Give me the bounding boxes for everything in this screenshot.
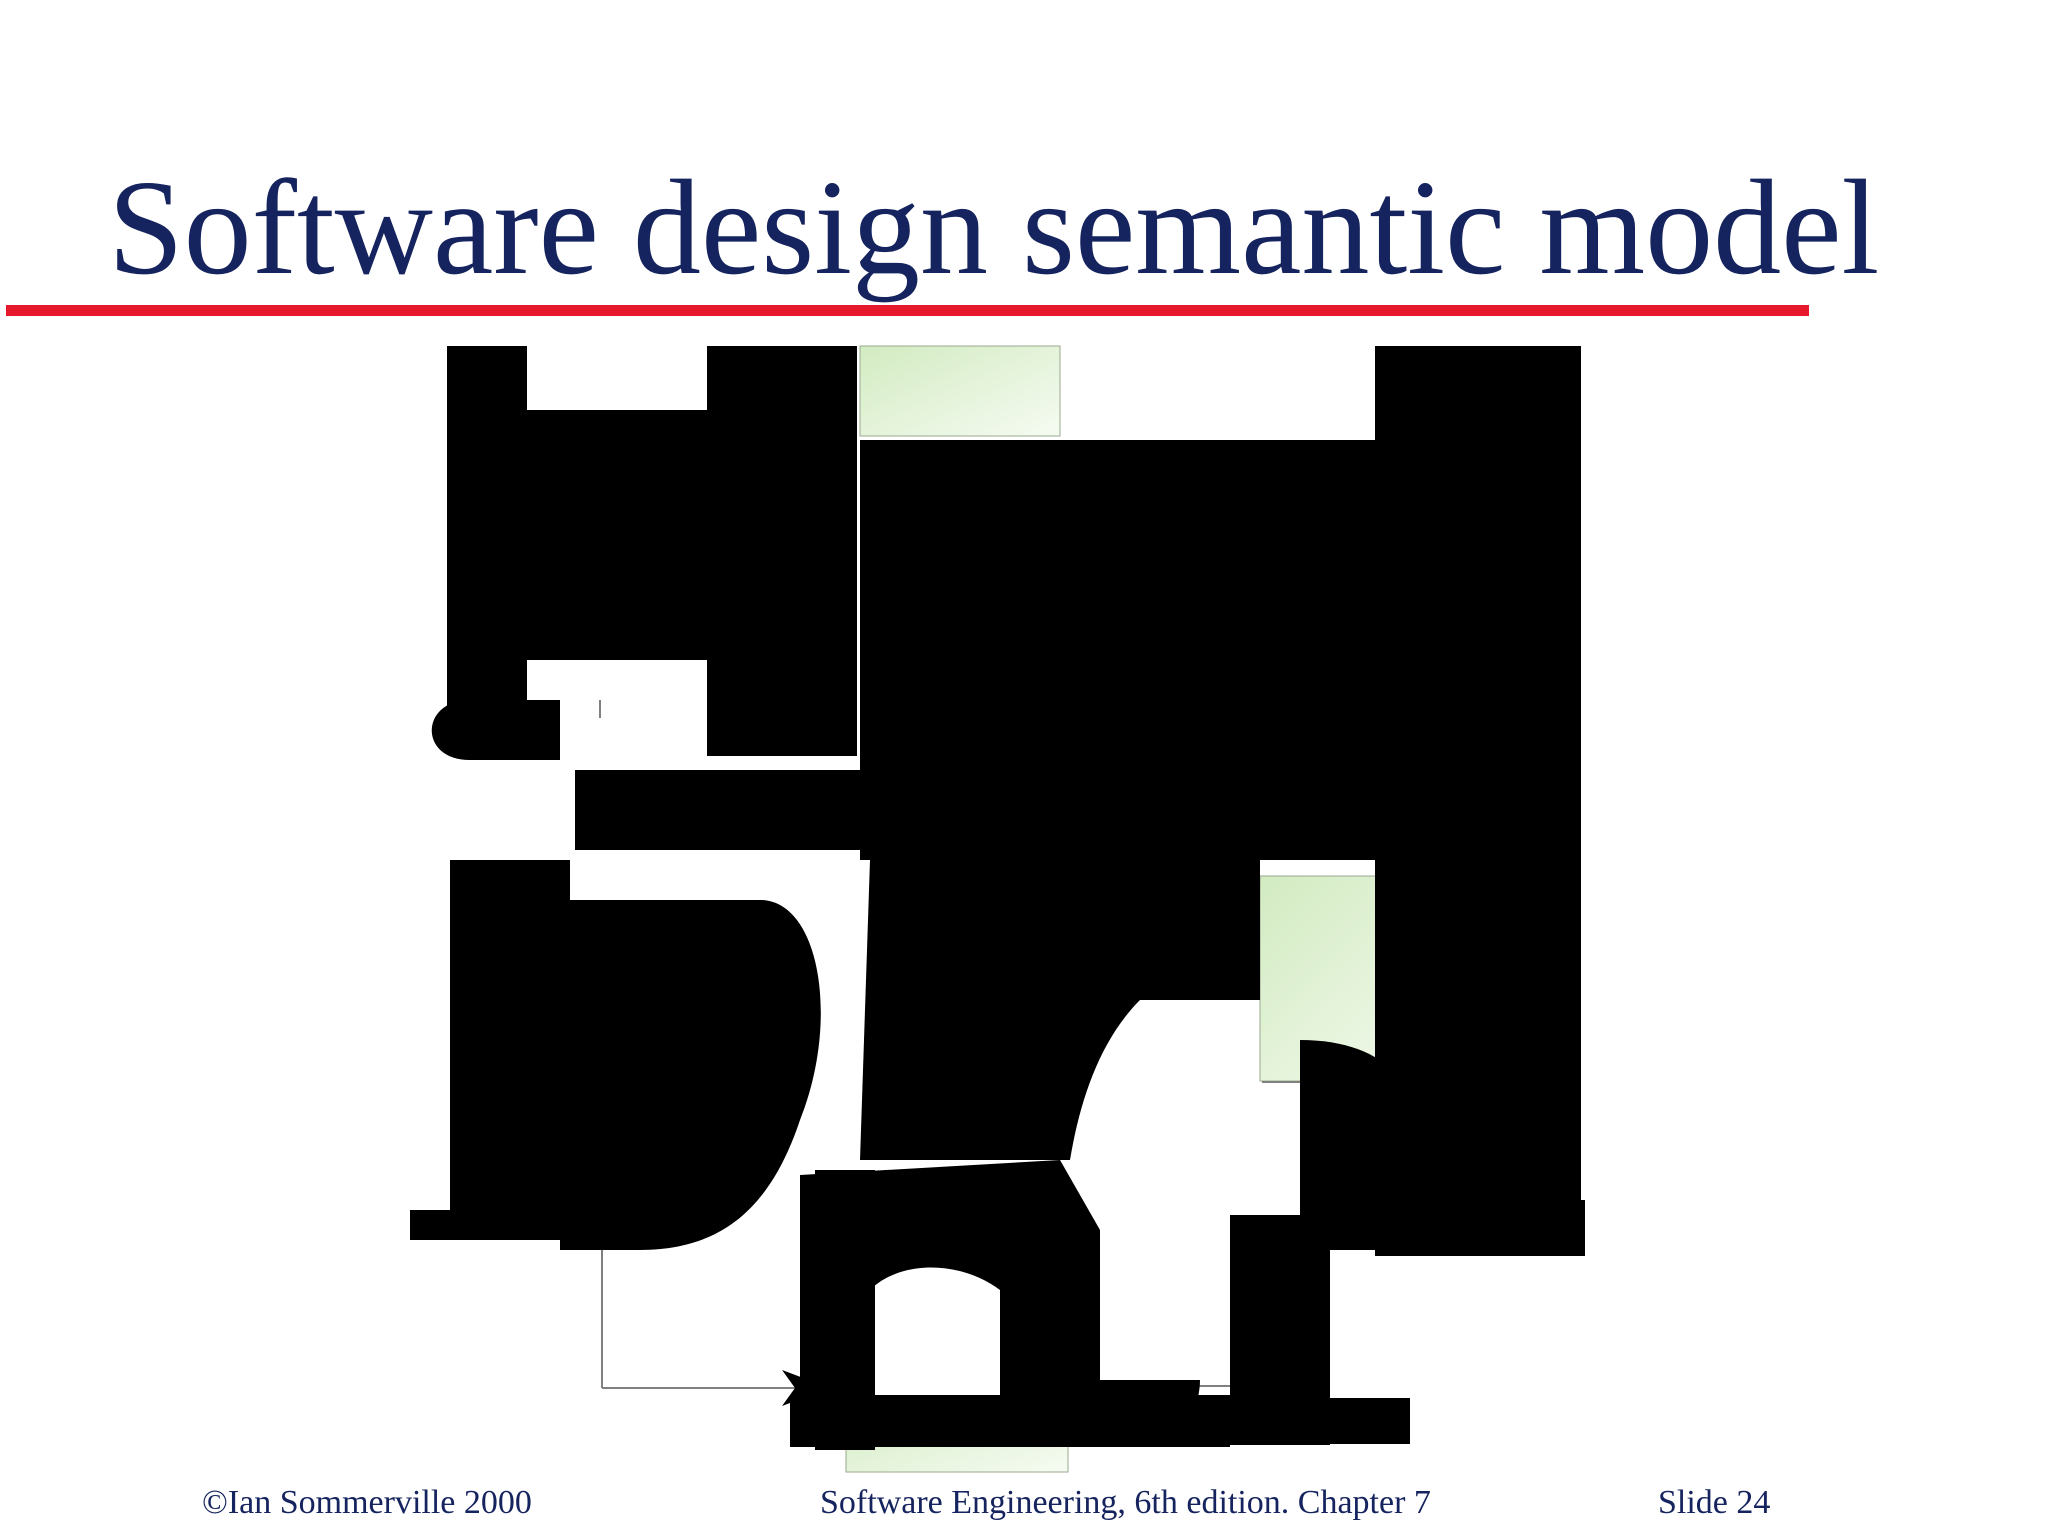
overlay-block-right-lower [1300,1040,1440,1250]
overlay-block-left-base [410,1210,600,1240]
overlay-block-left-bowl-lower [560,900,821,1250]
title-underline [6,305,1809,316]
overlay-block-left-middle [575,770,865,850]
footer-slide-number: Slide 24 [1658,1484,1771,1521]
footer-copyright: ©Ian Sommerville 2000 [202,1484,532,1521]
overlay-column-middle [707,346,857,756]
overlay-block-right-base [1425,1200,1585,1256]
overlay-block-center-arc [1050,506,1260,720]
overlay-block-bottom-right [1290,1398,1410,1444]
diagram-overlay [410,346,1585,1450]
overlay-block-center [860,860,1260,1160]
entity-box-top [859,345,1061,437]
overlay-column-left-tall [450,860,570,1230]
slide-title: Software design semantic model [108,153,1880,303]
footer-book-title: Software Engineering, 6th edition. Chapt… [820,1484,1431,1521]
overlay-block-left-bowl [431,700,560,760]
overlay-block-bottom-bowl [1000,1380,1200,1446]
